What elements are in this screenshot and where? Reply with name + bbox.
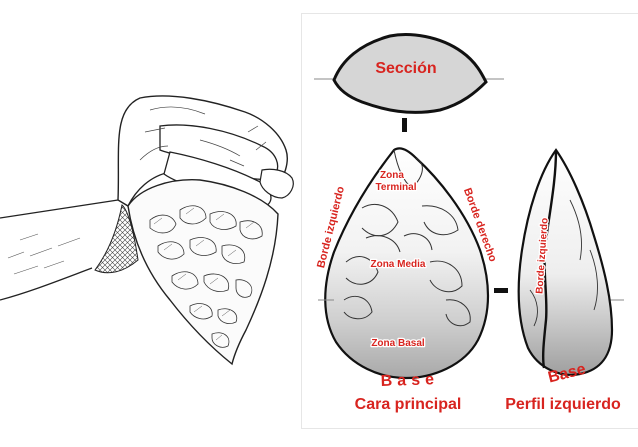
section-shape xyxy=(314,33,504,114)
hand-holding-handaxe-illustration xyxy=(0,0,302,442)
perfil-izquierdo-caption: Perfil izquierdo xyxy=(505,396,621,413)
zona-terminal-label-2: Terminal xyxy=(376,182,417,193)
zona-terminal-label-1: Zona xyxy=(380,170,404,181)
left-profile xyxy=(517,148,614,376)
zona-basal-label: Zona Basal xyxy=(371,338,425,349)
zona-media-label: Zona Media xyxy=(370,259,425,270)
handaxe-parts-diagram: Sección Zona Terminal Zona Media Zona Ba… xyxy=(302,14,638,428)
base-front-label: Base xyxy=(380,371,439,390)
section-label: Sección xyxy=(375,60,436,77)
front-face xyxy=(324,147,490,380)
hand-handaxe-drawing xyxy=(0,95,294,366)
handaxe-parts-svg: Sección Zona Terminal Zona Media Zona Ba… xyxy=(314,33,624,413)
cara-principal-caption: Cara principal xyxy=(355,396,462,413)
